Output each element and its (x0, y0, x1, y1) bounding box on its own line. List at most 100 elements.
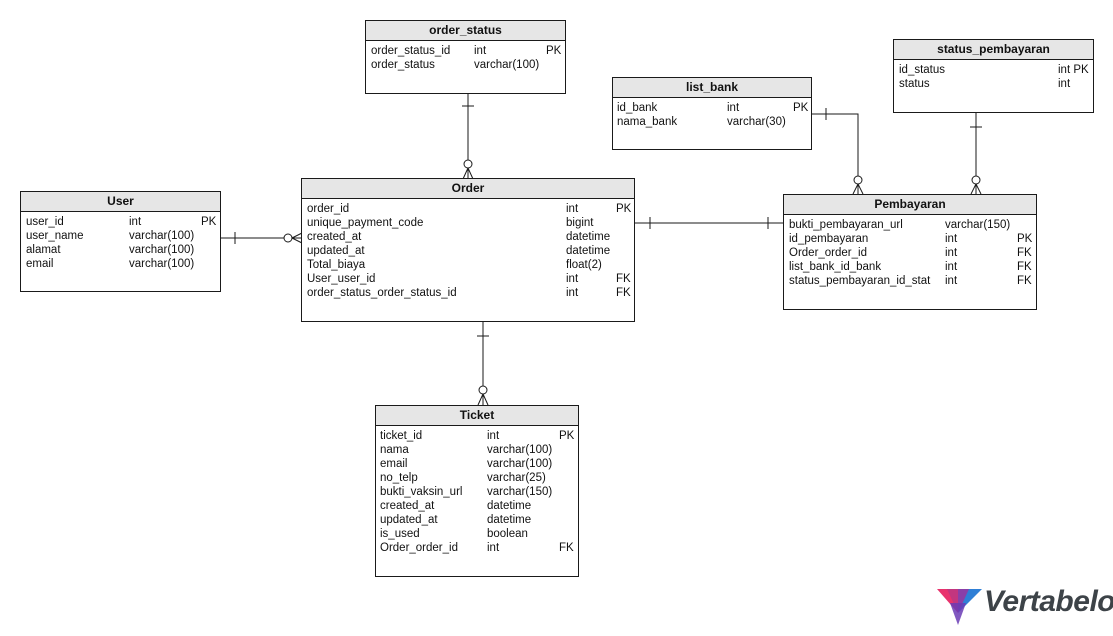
column-name: Order_order_id (380, 542, 458, 554)
column-name: order_id (307, 203, 350, 215)
table-row[interactable]: updated_at datetime (302, 244, 634, 258)
table-row[interactable]: User_user_id int FK (302, 272, 634, 286)
column-name: ticket_id (380, 430, 423, 442)
column-type: int (566, 203, 579, 215)
column-type: datetime (566, 245, 611, 257)
column-name: user_name (26, 230, 84, 242)
column-type: boolean (487, 528, 528, 540)
rel-listbank-pembayaran[interactable] (812, 113, 859, 176)
rel-statuspembayaran-pembayaran-zero (971, 175, 981, 185)
rel-orderstatus-order-zero (463, 159, 473, 169)
table-row[interactable]: email varchar(100) (376, 457, 578, 471)
column-key: FK (616, 273, 631, 285)
column-name: status (899, 78, 930, 90)
rel-listbank-pembayaran-crow-l (852, 183, 859, 195)
column-type: varchar(100) (487, 458, 553, 470)
column-name: alamat (26, 244, 61, 256)
column-type: datetime (487, 500, 532, 512)
column-name: updated_at (307, 245, 365, 257)
vertabelo-logo: Vertabelo (934, 583, 1113, 629)
column-type: varchar(100) (129, 244, 195, 256)
rel-user-order-crow-t (291, 232, 303, 239)
table-row[interactable]: bukti_vaksin_url varchar(150) (376, 485, 578, 499)
column-name: is_used (380, 528, 420, 540)
rel-order-ticket-crow-l (477, 393, 484, 406)
column-type: float(2) (566, 259, 602, 271)
column-type: varchar(150) (487, 486, 553, 498)
table-title: Ticket (376, 406, 578, 426)
column-name: User_user_id (307, 273, 376, 285)
column-name: id_status (899, 64, 946, 76)
column-type: varchar(100) (487, 444, 553, 456)
column-name: order_status (371, 59, 435, 71)
table-row[interactable]: alamat varchar(100) (21, 243, 220, 257)
column-type: datetime (487, 514, 532, 526)
table-row[interactable]: updated_at datetime (376, 513, 578, 527)
column-name: id_pembayaran (789, 233, 869, 245)
column-name: Order_order_id (789, 247, 867, 259)
column-key: PK (616, 203, 632, 215)
column-name: created_at (380, 500, 435, 512)
column-type: int (487, 542, 500, 554)
table-row[interactable]: order_id int PK (302, 202, 634, 216)
column-type: int (945, 233, 958, 245)
rel-order-ticket-crow-r (482, 393, 489, 406)
column-type: int (566, 273, 579, 285)
column-type: int (945, 261, 958, 273)
column-type: varchar(150) (945, 219, 1011, 231)
column-name: updated_at (380, 514, 438, 526)
column-type: int (129, 216, 142, 228)
column-type: varchar(100) (129, 230, 195, 242)
table-row[interactable]: list_bank_id_bank int FK (784, 260, 1036, 274)
column-name: email (380, 458, 408, 470)
column-type: bigint (566, 217, 594, 229)
table-row[interactable]: is_used boolean (376, 527, 578, 541)
rel-user-order-zero (283, 233, 293, 243)
column-name: list_bank_id_bank (789, 261, 882, 273)
rel-orderstatus-order-crow-r (467, 167, 474, 180)
column-name: bukti_vaksin_url (380, 486, 463, 498)
table-row[interactable]: user_name varchar(100) (21, 229, 220, 243)
column-name: id_bank (617, 102, 658, 114)
column-key: FK (1017, 247, 1032, 259)
column-key: FK (616, 287, 631, 299)
column-name: email (26, 258, 54, 270)
table-title: Pembayaran (784, 195, 1036, 215)
table-title: order_status (366, 21, 565, 41)
column-name: no_telp (380, 472, 418, 484)
table-row[interactable]: created_at datetime (376, 499, 578, 513)
column-key: FK (1017, 261, 1032, 273)
